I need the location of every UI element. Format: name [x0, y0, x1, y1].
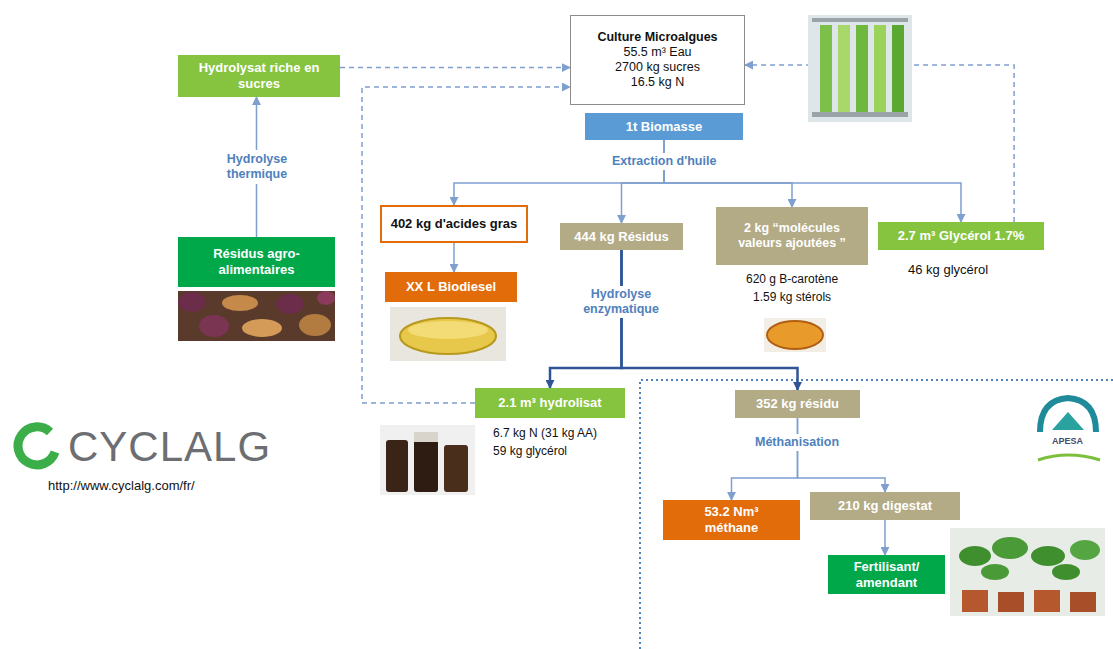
box-title: 2 kg “molécules valeurs ajoutées ”: [722, 221, 862, 251]
box-detail: 55.5 m³ Eau: [623, 45, 691, 60]
process-step: Extraction d'huile: [609, 153, 719, 170]
hydrolysate-bottles: [380, 425, 475, 495]
residue-box: 210 kg digestat: [810, 492, 960, 520]
box-title: Fertilisant/ amendant: [834, 559, 939, 590]
box-title: 210 kg digestat: [838, 498, 932, 514]
flow-arrow: [550, 250, 622, 388]
edge-label: Hydrolyse thermique: [209, 150, 305, 184]
biodiesel-photo: [390, 307, 506, 361]
biomass-box: 1t Biomasse: [585, 113, 743, 140]
box-title: 402 kg d'acides gras: [391, 216, 518, 232]
box-title: 53.2 Nm³ méthane: [692, 504, 772, 535]
cyclalg-logo: [18, 427, 55, 465]
recycle-arrow: [362, 87, 570, 403]
box-detail: 16.5 kg N: [631, 75, 685, 90]
product-box: 2 kg “molécules valeurs ajoutées ”: [716, 207, 868, 265]
process-step: Hydrolyse enzymatique: [568, 286, 674, 318]
box-title: Culture Microalgues: [597, 30, 717, 45]
value-note: 1.59 kg stérols: [753, 290, 831, 304]
culture-photo: [808, 15, 912, 122]
box-title: 1t Biomasse: [626, 119, 703, 135]
value-note: 59 kg glycérol: [493, 444, 567, 458]
value-note: 620 g B-carotène: [746, 272, 838, 286]
carotene-dish: [764, 318, 826, 352]
apesa-logo: [1038, 398, 1100, 460]
flow-arrow: [732, 418, 798, 500]
product-box: 2.1 m³ hydrolisat: [475, 388, 625, 418]
box-title: 444 kg Résidus: [574, 229, 669, 245]
flow-arrow: [454, 140, 664, 205]
fruit-photo: [178, 291, 335, 341]
box-title: 2.7 m³ Glycérol 1.7%: [898, 228, 1024, 244]
process-box: Culture Microalgues55.5 m³ Eau2700 kg su…: [570, 15, 745, 105]
product-box: 402 kg d'acides gras: [380, 205, 528, 243]
region-border: [640, 380, 1113, 649]
box-detail: 2700 kg sucres: [615, 60, 700, 75]
box-title: 352 kg résidu: [756, 396, 839, 412]
logo-text: CYCLALG: [68, 426, 271, 468]
residue-box: 352 kg résidu: [735, 390, 860, 418]
product-box: 2.7 m³ Glycérol 1.7%: [878, 222, 1044, 250]
recycle-arrow: [340, 67, 570, 69]
url-text: http://www.cyclalg.com/fr/: [48, 478, 195, 494]
logo-text: APESA: [1052, 436, 1083, 447]
flow-arrow: [664, 140, 792, 207]
process-step: Méthanisation: [752, 434, 842, 451]
input-box: Résidus agro-alimentaires: [178, 237, 335, 287]
flow-arrow: [453, 243, 455, 272]
value-note: 46 kg glycérol: [908, 262, 988, 278]
value-note: 6.7 kg N (31 kg AA): [493, 426, 597, 440]
box-title: Hydrolysat riche en sucres: [184, 60, 334, 91]
product-box: Fertilisant/ amendant: [828, 555, 945, 594]
plants-photo: [950, 528, 1105, 616]
box-title: 2.1 m³ hydrolisat: [498, 395, 601, 411]
box-title: XX L Biodiesel: [406, 279, 496, 295]
flow-arrow: [798, 418, 886, 492]
energy-box: XX L Biodiesel: [385, 272, 517, 302]
energy-box: 53.2 Nm³ méthane: [663, 500, 800, 540]
flow-arrow: [884, 520, 886, 555]
box-title: Résidus agro-alimentaires: [184, 246, 329, 277]
residue-box: 444 kg Résidus: [560, 223, 683, 250]
product-box: Hydrolysat riche en sucres: [178, 55, 340, 97]
